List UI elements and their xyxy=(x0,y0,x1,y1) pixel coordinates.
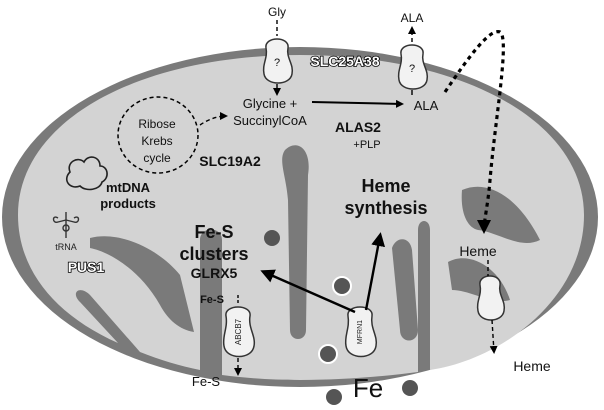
krebs-cycle-circle xyxy=(117,96,199,174)
ala-carrier: ? xyxy=(397,44,429,90)
arrow-ala-to-heme xyxy=(443,30,505,234)
iron-dot-2 xyxy=(332,276,352,296)
heme-synthesis-line2: synthesis xyxy=(344,198,427,218)
crista-left xyxy=(90,236,194,332)
trna-icon xyxy=(52,212,80,238)
mfrn1-transporter: MFRN1 xyxy=(344,306,378,358)
arrow-krebs-to-succinyl xyxy=(199,112,228,126)
trna-label: tRNA xyxy=(55,242,77,252)
ala-in-label: ALA xyxy=(414,98,439,113)
arrow-alas2 xyxy=(311,99,404,108)
alas2-label: ALAS2 xyxy=(335,119,381,135)
fes-in-label: Fe-S xyxy=(200,294,224,306)
mtdna-icon xyxy=(65,156,108,191)
heme-synthesis-line1: Heme xyxy=(361,176,410,196)
abcb7-transporter: ABCB7 xyxy=(222,306,256,358)
crista-right-a xyxy=(392,239,418,341)
unknown-carrier-mark-2: ? xyxy=(409,63,415,75)
pus1-label: PUS1 xyxy=(68,259,105,275)
iron-dot-3 xyxy=(318,344,338,364)
iron-dot-1 xyxy=(264,230,280,246)
heme-exporter xyxy=(476,275,506,321)
krebs-label: Krebs xyxy=(141,134,172,148)
ribose-label: Ribose xyxy=(138,117,176,131)
abcb7-label: ABCB7 xyxy=(234,318,243,345)
mtdna-label: mtDNA xyxy=(106,180,151,195)
mfrn1-label: MFRN1 xyxy=(357,320,364,344)
heme-mid-label: Heme xyxy=(459,243,497,259)
glrx5-label: GLRX5 xyxy=(191,265,238,281)
arrow-fes-to-mfrn xyxy=(260,269,356,314)
iron-dot-5 xyxy=(402,380,418,396)
fes-out-label: Fe-S xyxy=(192,374,221,389)
fes-clusters-line2: clusters xyxy=(179,244,248,264)
slc25a38-carrier: ? xyxy=(262,38,294,84)
ala-out-label: ALA xyxy=(401,11,424,25)
plp-label: +PLP xyxy=(353,139,380,151)
mtdna-products-label: products xyxy=(100,196,156,211)
arrow-heme-synthesis xyxy=(364,232,386,311)
fe-label: Fe xyxy=(353,373,383,403)
heme-out-label: Heme xyxy=(513,358,551,374)
cycle-label: cycle xyxy=(143,151,171,165)
glycine-label: Glycine + xyxy=(243,96,298,111)
succinylcoa-label: SuccinylCoA xyxy=(233,113,307,128)
fes-clusters-line1: Fe-S xyxy=(194,222,233,242)
slc25a38-label: SLC25A38 xyxy=(310,53,379,69)
crista-center xyxy=(282,145,309,339)
arrow-heme-down-b xyxy=(489,319,498,354)
iron-dot-4 xyxy=(326,389,342,405)
unknown-carrier-mark: ? xyxy=(274,57,280,69)
gly-label: Gly xyxy=(268,5,286,19)
slc19a2-label: SLC19A2 xyxy=(199,153,261,169)
